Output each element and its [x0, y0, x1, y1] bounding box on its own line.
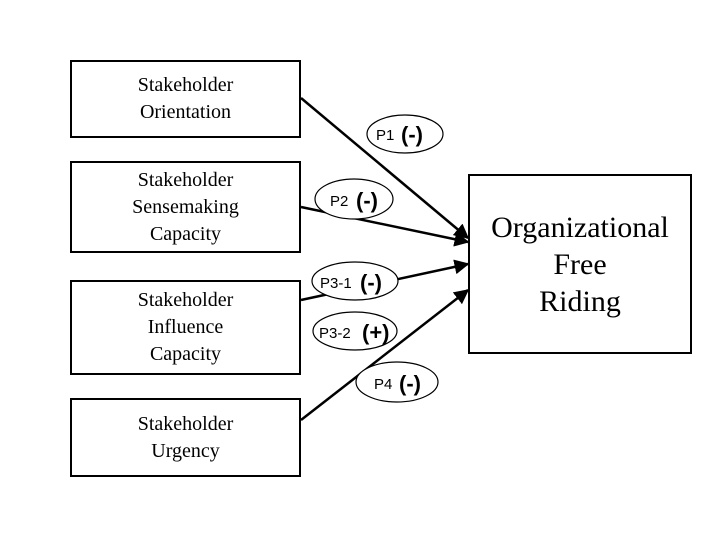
organizational-free-riding-label: Organizational Free Riding — [491, 210, 669, 318]
p2-sign: (-) — [356, 188, 378, 213]
label-p2: P2 (-) — [314, 178, 394, 220]
stakeholder-sensemaking-label: Stakeholder Sensemaking Capacity — [132, 168, 239, 245]
p1-sign: (-) — [401, 122, 423, 147]
p4-sign: (-) — [399, 371, 421, 396]
p3-1-sign: (-) — [360, 270, 382, 295]
arrow-p1 — [300, 97, 470, 239]
stakeholder-orientation-box: Stakeholder Orientation — [70, 60, 301, 138]
label-p4: P4 (-) — [355, 361, 439, 403]
p2-id: P2 — [330, 193, 348, 210]
p3-2-sign: (+) — [362, 320, 390, 345]
organizational-free-riding-box: Organizational Free Riding — [468, 174, 692, 354]
label-p3-1: P3-1 (-) — [311, 261, 399, 301]
p3-2-id: P3-2 — [319, 325, 351, 342]
stakeholder-urgency-box: Stakeholder Urgency — [70, 398, 301, 477]
stakeholder-urgency-label: Stakeholder Urgency — [137, 412, 234, 462]
p4-id: P4 — [374, 376, 392, 393]
stakeholder-orientation-label: Stakeholder Orientation — [137, 74, 234, 123]
arrow-p4 — [300, 289, 470, 421]
stakeholder-influence-label: Stakeholder Influence Capacity — [137, 289, 234, 365]
stakeholder-influence-box: Stakeholder Influence Capacity — [70, 280, 301, 375]
label-p1: P1 (-) — [366, 114, 444, 154]
p1-id: P1 — [376, 127, 394, 144]
p3-1-id: P3-1 — [320, 275, 352, 292]
stakeholder-sensemaking-box: Stakeholder Sensemaking Capacity — [70, 161, 301, 253]
label-p3-2: P3-2 (+) — [312, 311, 398, 351]
